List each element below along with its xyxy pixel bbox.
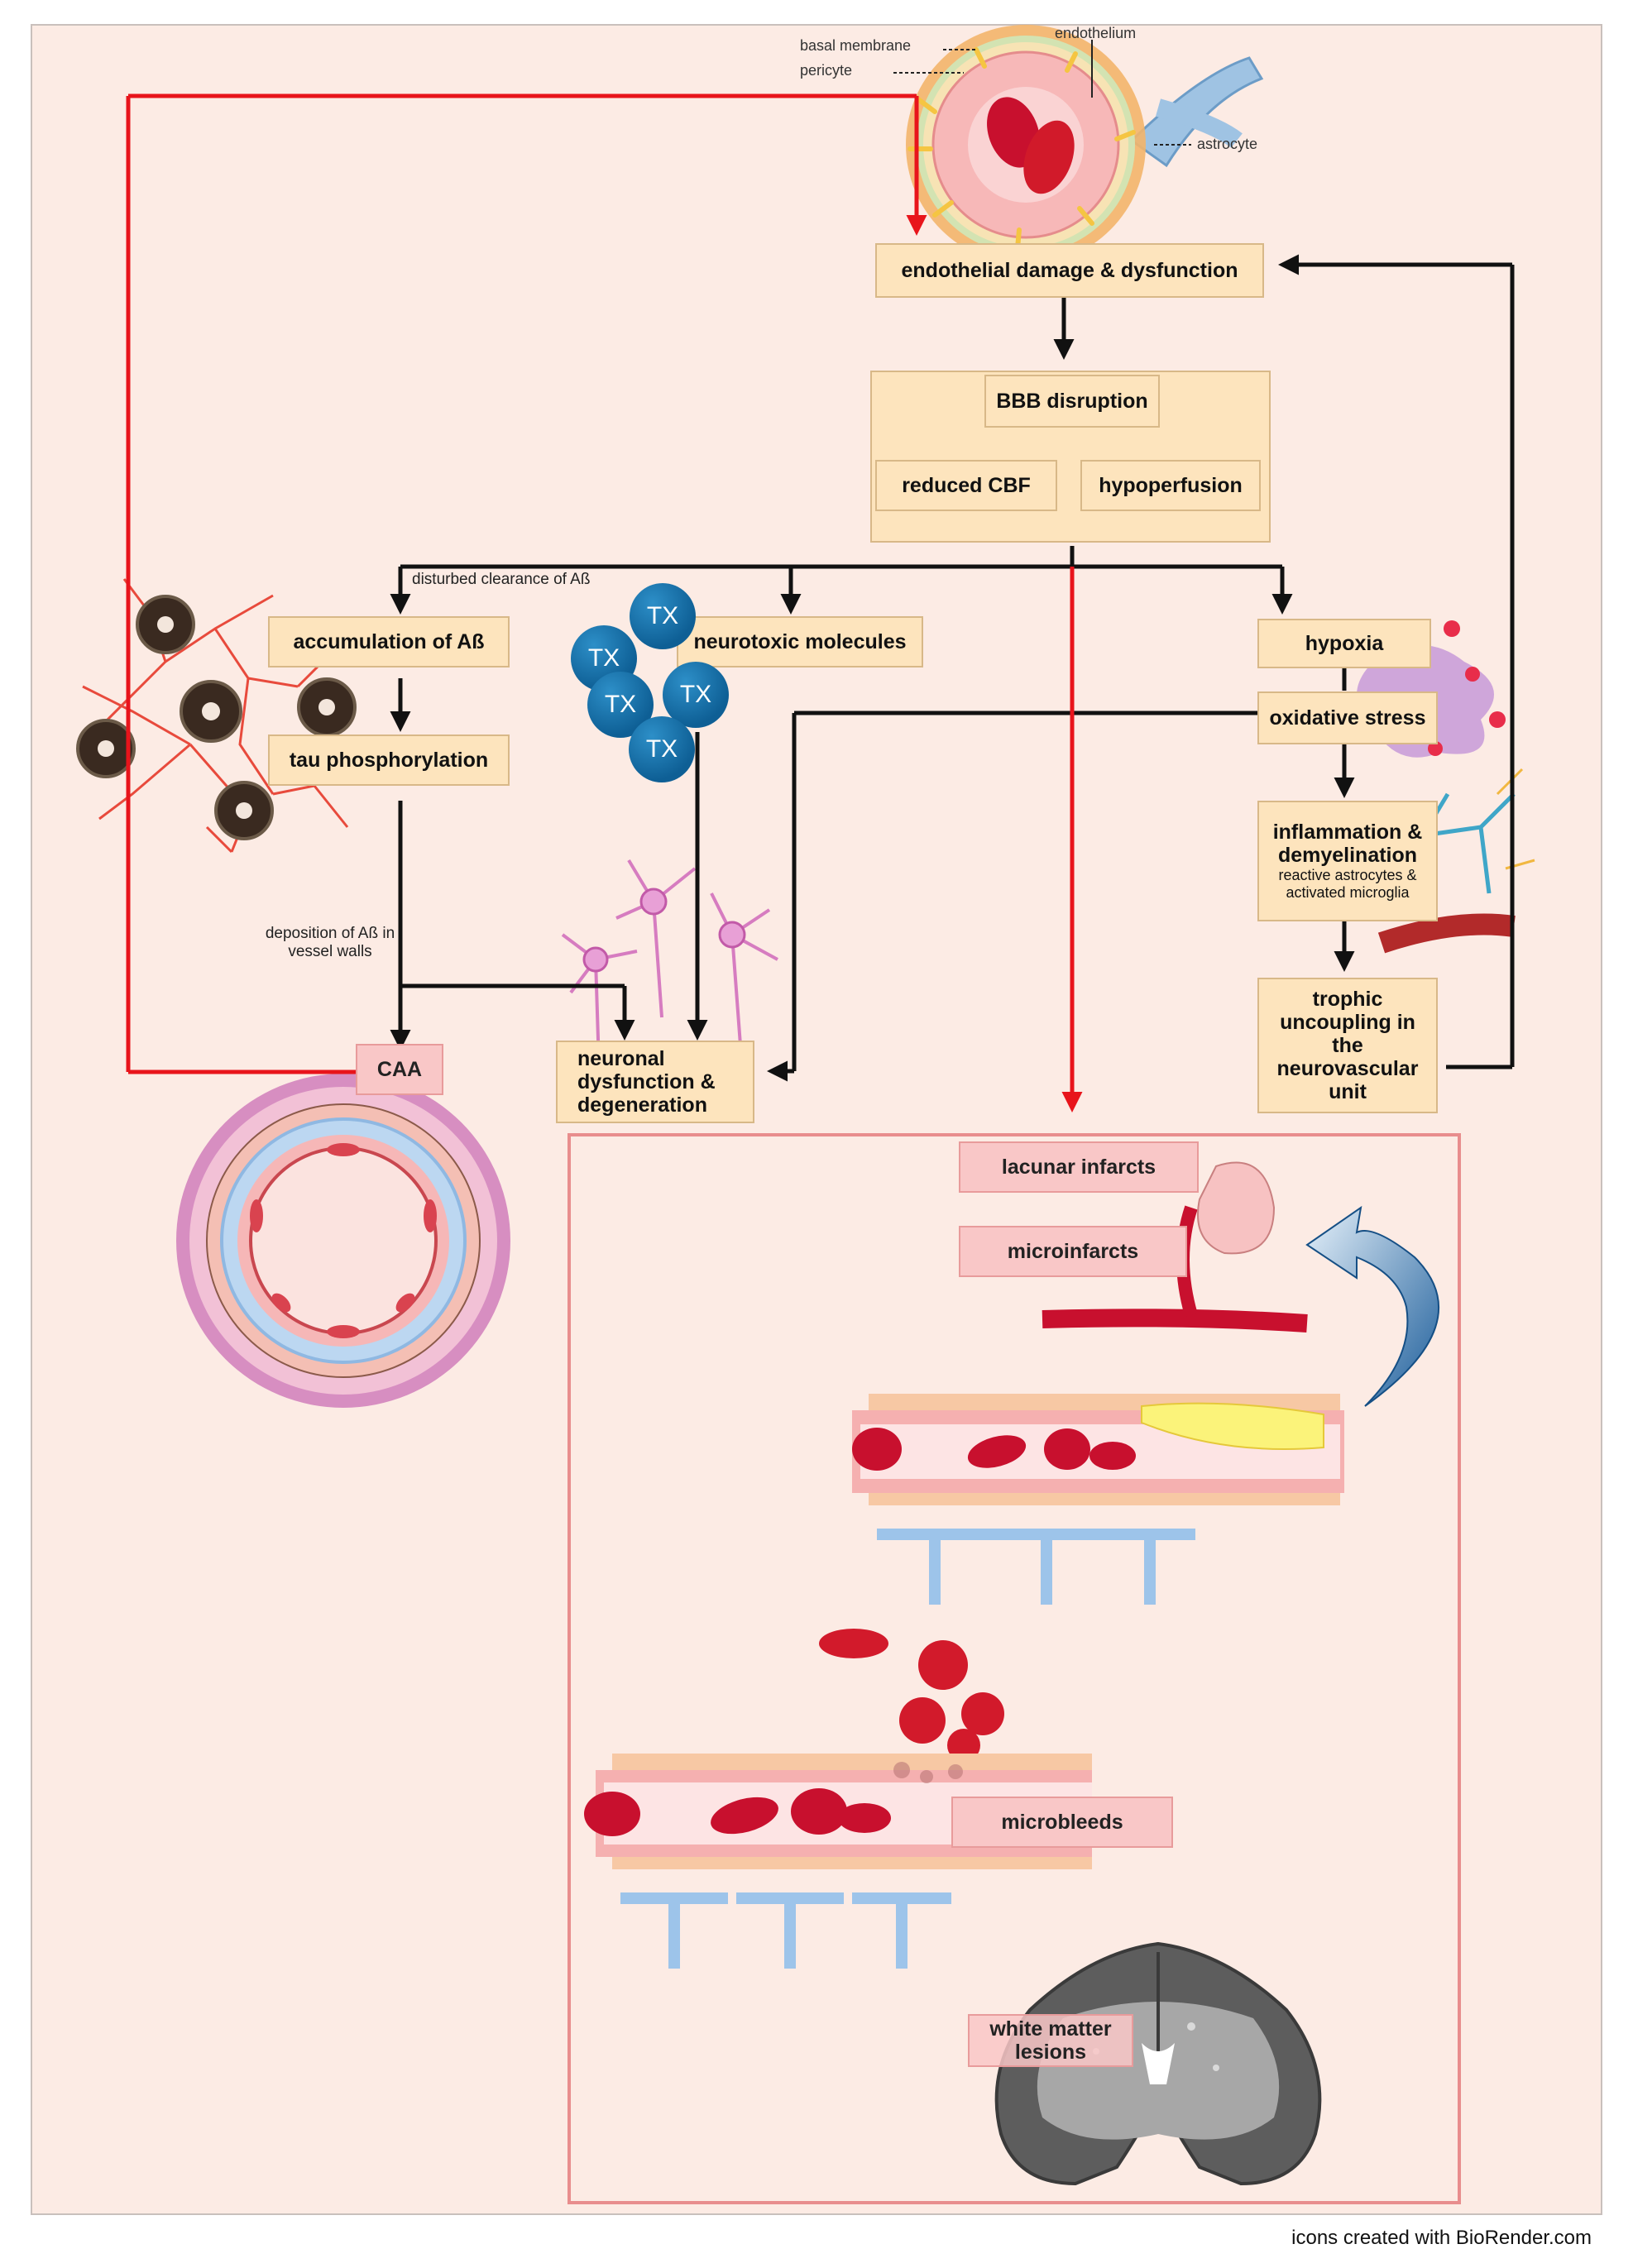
deposition-label: deposition of Aß in vessel walls: [265, 925, 395, 960]
footer-credit: icons created with BioRender.com: [1291, 2227, 1592, 2249]
inflammation-title: inflammation & demyelination: [1272, 821, 1423, 868]
vessel-cross-section-illustration: [893, 25, 1264, 265]
caa-vessel-illustration: [176, 1074, 510, 1408]
disturbed-clearance-label: disturbed clearance of Aß: [412, 571, 591, 588]
neuron-illustration: [561, 859, 778, 1101]
hypoperfusion-box: hypoperfusion: [1080, 460, 1261, 511]
endothelial-damage-box: endothelial damage & dysfunction: [875, 243, 1264, 298]
caa-box: CAA: [356, 1044, 443, 1095]
stenosed-vessel-illustration: [852, 1394, 1344, 1605]
oxidative-stress-box: oxidative stress: [1257, 691, 1438, 744]
microbleeds-box: microbleeds: [951, 1797, 1173, 1848]
amyloid-plaque-illustration: [76, 578, 357, 854]
inflammation-box: inflammation & demyelination reactive as…: [1257, 801, 1438, 921]
pericyte-label: pericyte: [800, 62, 853, 79]
small-vessel-outcomes-frame: [567, 1133, 1461, 2204]
neuronal-dysfunction-box: neuronal dysfunction & degeneration: [556, 1041, 754, 1123]
white-matter-lesions-box: white matter lesions: [968, 2014, 1133, 2067]
bbb-disruption-box: BBB disruption: [984, 375, 1160, 428]
astrocyte-label: astrocyte: [1197, 136, 1258, 152]
red-connectors: [126, 93, 1083, 1112]
curved-arrow-icon: [1305, 1205, 1440, 1407]
basal-membrane-label: basal membrane: [800, 37, 912, 54]
black-connectors: [390, 254, 1515, 1082]
microinfarcts-box: microinfarcts: [959, 1226, 1187, 1277]
inflammation-subtitle: reactive astrocytes & activated microgli…: [1278, 867, 1417, 901]
tau-phosphorylation-box: tau phosphorylation: [268, 734, 510, 786]
reduced-cbf-box: reduced CBF: [875, 460, 1057, 511]
tx-molecule-icon: TX: [629, 716, 695, 782]
hypoxia-box: hypoxia: [1257, 619, 1431, 668]
tx-molecule-icon: TX: [630, 583, 696, 649]
endothelium-label: endothelium: [1055, 25, 1137, 41]
accumulation-abeta-box: accumulation of Aß: [268, 616, 510, 667]
tx-molecule-icon: TX: [663, 662, 729, 728]
lacunar-infarcts-box: lacunar infarcts: [959, 1141, 1199, 1193]
trophic-uncoupling-box: trophic uncoupling in the neurovascular …: [1257, 978, 1438, 1113]
neurotoxic-molecules-box: neurotoxic molecules: [677, 616, 923, 667]
